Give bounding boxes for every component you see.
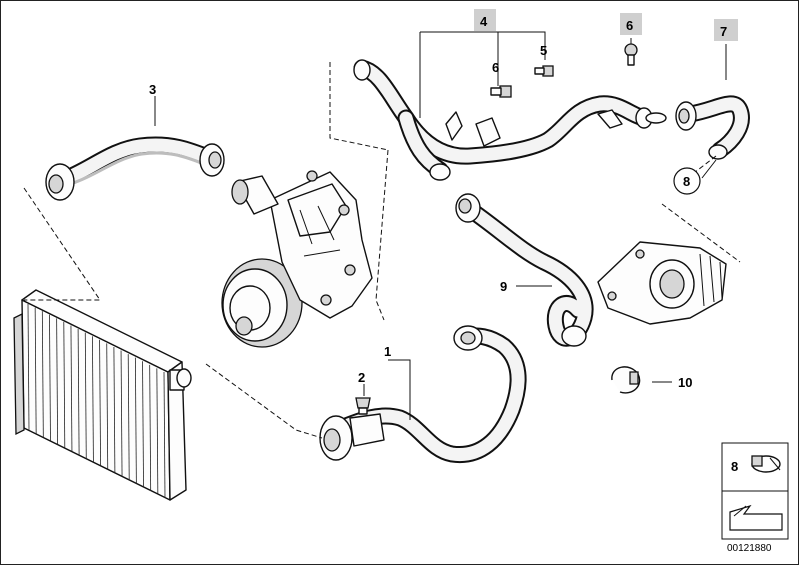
radiator[interactable] xyxy=(13,289,192,501)
clamp-icon xyxy=(751,455,781,473)
bolt-6-left[interactable] xyxy=(490,85,512,98)
callout-9[interactable]: 9 xyxy=(500,279,507,294)
thermostat-housing[interactable] xyxy=(597,241,727,325)
radiator-fin xyxy=(106,343,109,470)
bolt-6-right[interactable] xyxy=(624,43,638,66)
radiator-fin xyxy=(84,332,87,459)
callout-5[interactable]: 5 xyxy=(540,43,547,58)
callout-1[interactable]: 1 xyxy=(384,344,391,359)
radiator-fin xyxy=(63,321,66,448)
legend-callout-8: 8 xyxy=(731,459,738,474)
callout-6-left[interactable]: 6 xyxy=(492,60,499,75)
expansion-tank-hose[interactable] xyxy=(645,95,750,160)
callout-8-circle xyxy=(673,167,701,195)
radiator-fin xyxy=(142,361,144,488)
thermostat-hose[interactable] xyxy=(353,59,653,181)
hose-clamp[interactable] xyxy=(611,366,641,394)
water-pump-hose[interactable] xyxy=(319,325,527,464)
radiator-fin xyxy=(120,350,123,477)
heater-hose[interactable] xyxy=(455,193,594,347)
callout-8[interactable]: 8 xyxy=(683,174,690,189)
callout-6-highlight xyxy=(620,13,642,35)
callout-7-highlight xyxy=(714,19,738,41)
radiator-fin xyxy=(156,368,159,495)
bolt-5[interactable] xyxy=(534,65,554,77)
callout-4-highlight xyxy=(474,9,496,31)
radiator-fin xyxy=(27,303,30,431)
callout-6-right[interactable]: 6 xyxy=(626,18,633,33)
callout-10[interactable]: 10 xyxy=(678,375,692,390)
radiator-fin xyxy=(134,357,137,484)
radiator-fin xyxy=(77,329,80,456)
drain-plug[interactable] xyxy=(355,397,371,415)
radiator-fin xyxy=(127,354,130,481)
radiator-fin xyxy=(163,371,166,499)
callouts: 3 4 5 6 6 7 8 9 10 1 2 xyxy=(149,9,738,390)
radiator-fin xyxy=(56,318,59,445)
legend-box: 8 00121880 xyxy=(721,442,789,554)
callout-2[interactable]: 2 xyxy=(358,370,365,385)
water-pump[interactable] xyxy=(221,170,373,348)
callout-leaders xyxy=(154,31,727,420)
radiator-fin xyxy=(113,346,116,473)
document-number: 00121880 xyxy=(727,543,772,554)
radiator-fin xyxy=(34,307,37,434)
radiator-fin xyxy=(92,336,94,463)
callout-4[interactable]: 4 xyxy=(480,14,488,29)
connection-lines xyxy=(23,62,741,439)
radiator-fin xyxy=(149,364,152,491)
callout-7[interactable]: 7 xyxy=(720,24,727,39)
arrow-icon xyxy=(729,504,783,531)
callout-3[interactable]: 3 xyxy=(149,82,156,97)
radiator-fin xyxy=(49,314,51,441)
radiator-fin xyxy=(41,311,44,438)
radiator-fin xyxy=(99,339,101,466)
radiator-inlet-hose[interactable] xyxy=(45,136,225,201)
radiator-fin xyxy=(70,325,73,452)
